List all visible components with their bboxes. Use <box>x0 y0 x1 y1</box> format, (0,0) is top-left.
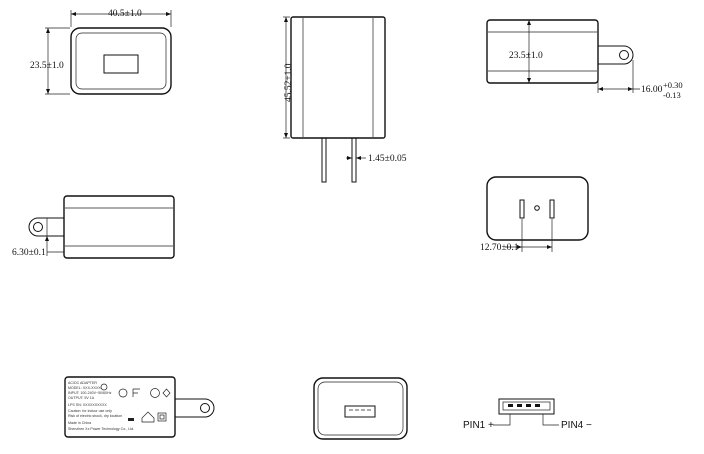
left-prong-hole <box>33 222 43 232</box>
pin4-contact <box>535 404 540 407</box>
dim-prong-length-tol-minus: -0.13 <box>663 90 681 100</box>
top-prong <box>598 45 634 65</box>
label-prong <box>175 398 215 418</box>
bottom-usb-port <box>344 405 376 418</box>
ul-mark-icon <box>118 388 128 398</box>
label-line1: AC/DC ADAPTER <box>68 381 97 385</box>
dim-prong-thickness: 1.45±0.05 <box>368 154 407 164</box>
side-view: 45.52±1.0 1.45±0.05 <box>283 16 407 183</box>
dim-front-height: 23.5±1.0 <box>30 61 64 71</box>
prong-left <box>321 137 327 183</box>
usb-receptacle-tongue <box>502 401 551 411</box>
prong-right <box>351 137 357 183</box>
label-prong-hole <box>200 403 210 413</box>
center-mark <box>534 205 540 211</box>
usb-receptacle-outline <box>498 398 555 415</box>
cert-mark-icon <box>150 388 160 398</box>
usb-port <box>103 54 139 74</box>
double-insulation-inner-icon <box>159 414 165 420</box>
power-symbol-icon <box>100 383 108 391</box>
dc-polarity-icon <box>128 418 134 421</box>
pin4-lead <box>542 414 559 426</box>
label-line5: LPS SN: XXXXXXXXXX <box>68 403 107 407</box>
bottom-front-view <box>313 377 408 440</box>
dim-prong-offset: 6.30±0.1 <box>12 248 46 258</box>
pin4-label: PIN4 <box>561 420 584 431</box>
prong-face-view: 12.70±0.1 <box>480 176 589 253</box>
left-body-outline <box>63 195 175 259</box>
prong-slot-left <box>519 199 525 219</box>
house-indoor-icon <box>141 411 155 423</box>
double-insulation-outer-icon <box>157 412 167 422</box>
prong-face-outline <box>486 176 589 241</box>
dim-prong-length: 16.00 <box>641 85 663 95</box>
label-line9: Shenzhen Xx Power Technology Co., Ltd. <box>68 427 134 431</box>
pin1-lead <box>493 414 511 426</box>
dim-prong-length-tol-plus: +0.30 <box>663 80 683 90</box>
bottom-front-outline <box>313 377 408 440</box>
front-body-inner <box>75 32 167 90</box>
front-view: 40.5±1.0 23.5±1.0 <box>30 9 172 95</box>
pin1-contact <box>508 404 513 407</box>
label-line8: Made in China <box>68 421 91 425</box>
label-line7: Risk of electric shock, dry location <box>68 414 122 418</box>
pin1-sign: + <box>488 420 494 431</box>
pse-mark-icon <box>162 388 171 398</box>
prong-slot-right <box>549 199 555 219</box>
top-view: 23.5±1.0 16.00 +0.30 -0.13 <box>486 19 683 100</box>
label-line3: INPUT: 100-240V~50/60Hz <box>68 391 112 395</box>
label-line2: MODEL: XXX-XXXX <box>68 386 101 390</box>
dim-front-width: 40.5±1.0 <box>108 9 142 19</box>
front-body-outline <box>70 27 172 95</box>
prong-hole <box>619 50 629 60</box>
label-line4: OUTPUT: 5V 1A <box>68 396 95 400</box>
left-prong <box>28 217 64 237</box>
usb-pinout-view: PIN1 + PIN4 − <box>463 398 592 431</box>
left-side-view: 6.30±0.1 <box>12 195 175 259</box>
side-body-outline <box>290 16 386 139</box>
pin3-contact <box>526 404 531 407</box>
pin1-label: PIN1 <box>463 420 486 431</box>
dim-top-depth: 23.5±1.0 <box>509 51 543 61</box>
dim-side-height: 45.52±1.0 <box>284 63 294 102</box>
top-body-outline <box>486 19 599 84</box>
fcc-mark-icon <box>132 388 140 397</box>
pin4-sign: − <box>586 420 592 431</box>
dim-prong-spacing: 12.70±0.1 <box>480 243 519 253</box>
pin2-contact <box>517 404 522 407</box>
label-line6: Caution: for indoor use only <box>68 409 112 413</box>
label-view: AC/DC ADAPTER MODEL: XXX-XXXX INPUT: 100… <box>64 376 215 438</box>
bottom-front-inner <box>317 381 404 436</box>
